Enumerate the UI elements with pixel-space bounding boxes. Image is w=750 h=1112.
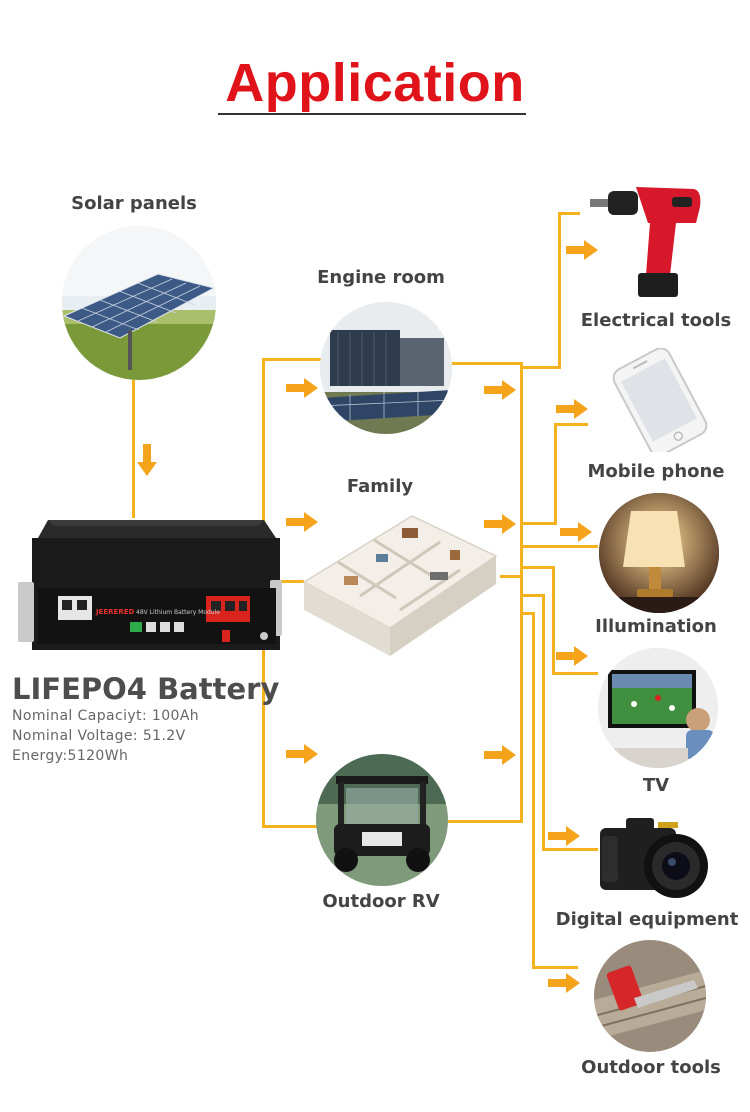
right-arrow-icon bbox=[286, 744, 318, 764]
drill-icon bbox=[590, 183, 702, 303]
solar-panel-icon bbox=[62, 226, 216, 380]
digital-equipment-label: Digital equipment bbox=[555, 909, 739, 930]
right-arrow-icon bbox=[560, 522, 592, 542]
right-arrow-icon bbox=[556, 399, 588, 419]
right-arrow-icon bbox=[556, 646, 588, 666]
house-icon bbox=[300, 510, 500, 662]
battery-brand: JEERERED bbox=[96, 608, 135, 616]
right-arrow-icon bbox=[484, 745, 516, 765]
right-arrow-icon bbox=[548, 826, 580, 846]
title-underline bbox=[218, 113, 526, 115]
battery-module: JEERERED 48V Lithium Battery Module bbox=[14, 518, 286, 658]
battery-spec-energy: Energy:5120Wh bbox=[12, 748, 129, 764]
down-arrow-icon bbox=[137, 444, 157, 476]
battery-spec-capacity: Nominal Capaciyt: 100Ah bbox=[12, 708, 200, 724]
outdoor-tools-label: Outdoor tools bbox=[581, 1057, 721, 1078]
right-arrow-icon bbox=[566, 240, 598, 260]
mobile-phone-label: Mobile phone bbox=[587, 461, 725, 482]
electrical-tools-label: Electrical tools bbox=[580, 310, 732, 331]
right-arrow-icon bbox=[484, 380, 516, 400]
golf-cart-icon bbox=[316, 754, 448, 886]
right-arrow-icon bbox=[548, 973, 580, 993]
saw-icon bbox=[594, 940, 706, 1052]
camera-icon bbox=[596, 808, 716, 904]
page-title: Application bbox=[225, 53, 525, 113]
engine-room-label: Engine room bbox=[317, 267, 445, 288]
lamp-icon bbox=[599, 493, 719, 613]
right-arrow-icon bbox=[286, 512, 318, 532]
outdoor-rv-label: Outdoor RV bbox=[322, 891, 440, 912]
illumination-label: Illumination bbox=[595, 616, 717, 637]
right-arrow-icon bbox=[484, 514, 516, 534]
family-label: Family bbox=[346, 476, 414, 497]
solar-panels-label: Solar panels bbox=[71, 193, 197, 214]
tv-label: TV bbox=[642, 775, 670, 796]
battery-spec-voltage: Nominal Voltage: 51.2V bbox=[12, 728, 186, 744]
battery-module-label: 48V Lithium Battery Module bbox=[136, 609, 220, 616]
phone-icon bbox=[606, 347, 712, 457]
engine-room-icon bbox=[320, 302, 452, 434]
right-arrow-icon bbox=[286, 378, 318, 398]
tv-icon bbox=[598, 648, 718, 768]
battery-title: LIFEPO4 Battery bbox=[12, 672, 280, 706]
